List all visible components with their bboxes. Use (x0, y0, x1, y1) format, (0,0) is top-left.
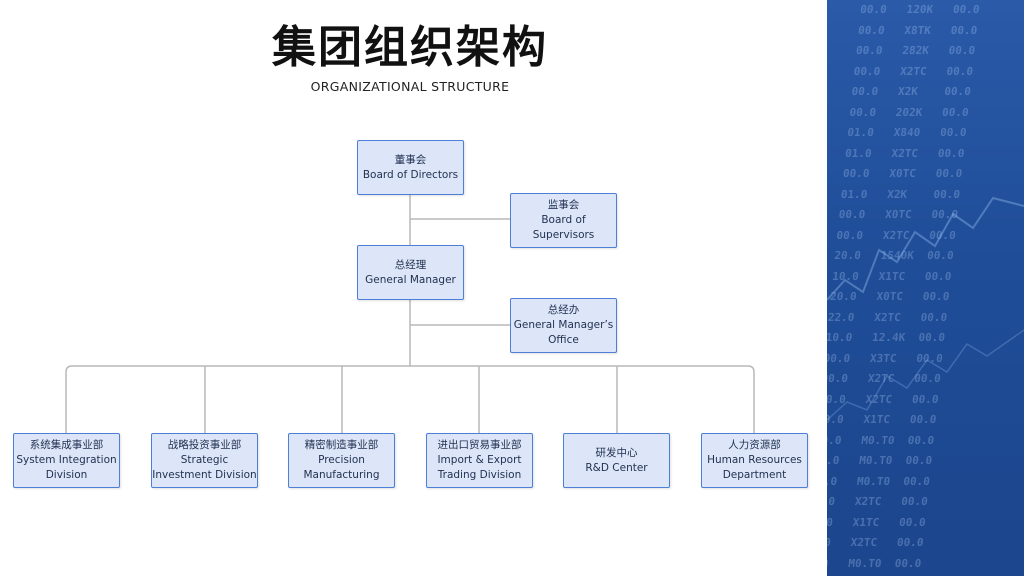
node-label-zh: 进出口贸易事业部 (437, 439, 522, 451)
node-board-of-supervisors: 监事会 Board of Supervisors (510, 193, 617, 248)
node-label-en: Board of Supervisors (532, 214, 595, 241)
node-label-en: Import & Export Trading Division (437, 454, 522, 481)
node-label-en: General Manager (365, 273, 456, 286)
node-system-integration: 系统集成事业部 System Integration Division (13, 433, 120, 488)
node-label-en: System Integration Division (16, 454, 117, 481)
node-import-export: 进出口贸易事业部 Import & Export Trading Divisio… (426, 433, 533, 488)
node-label-zh: 人力资源部 (728, 439, 781, 451)
node-label-en: Precision Manufacturing (303, 454, 380, 481)
node-label-en: General Manager’s Office (513, 319, 614, 346)
node-precision-manufacturing: 精密制造事业部 Precision Manufacturing (288, 433, 395, 488)
node-label-en: Strategic Investment Division (152, 454, 257, 481)
node-label-en: Human Resources Department (707, 454, 802, 481)
node-label-zh: 系统集成事业部 (29, 439, 104, 451)
page-title: 集团组织架构 (272, 22, 548, 73)
node-label-zh: 总经理 (394, 258, 427, 271)
page-subtitle: ORGANIZATIONAL STRUCTURE (310, 79, 510, 94)
stock-line-graphic (827, 196, 1024, 421)
node-label-en: R&D Center (585, 461, 648, 474)
decorative-stock-ticker-panel: 00.0 120K 00.0 00.0 X8TK 00.0 00.0 282K … (827, 0, 1024, 576)
node-label-en: Board of Directors (362, 168, 459, 181)
node-label-zh: 战略投资事业部 (167, 439, 242, 451)
node-label-zh: 总经办 (547, 304, 580, 316)
node-board-of-directors: 董事会 Board of Directors (357, 140, 464, 195)
connector-bus (65, 365, 755, 434)
node-general-manager: 总经理 General Manager (357, 245, 464, 300)
node-strategic-investment: 战略投资事业部 Strategic Investment Division (151, 433, 258, 488)
node-gm-office: 总经办 General Manager’s Office (510, 298, 617, 353)
node-human-resources: 人力资源部 Human Resources Department (701, 433, 808, 488)
node-label-zh: 董事会 (394, 153, 427, 166)
node-label-zh: 监事会 (547, 199, 580, 211)
node-label-zh: 精密制造事业部 (304, 439, 379, 451)
node-label-zh: 研发中心 (595, 446, 638, 459)
node-rnd-center: 研发中心 R&D Center (563, 433, 670, 488)
